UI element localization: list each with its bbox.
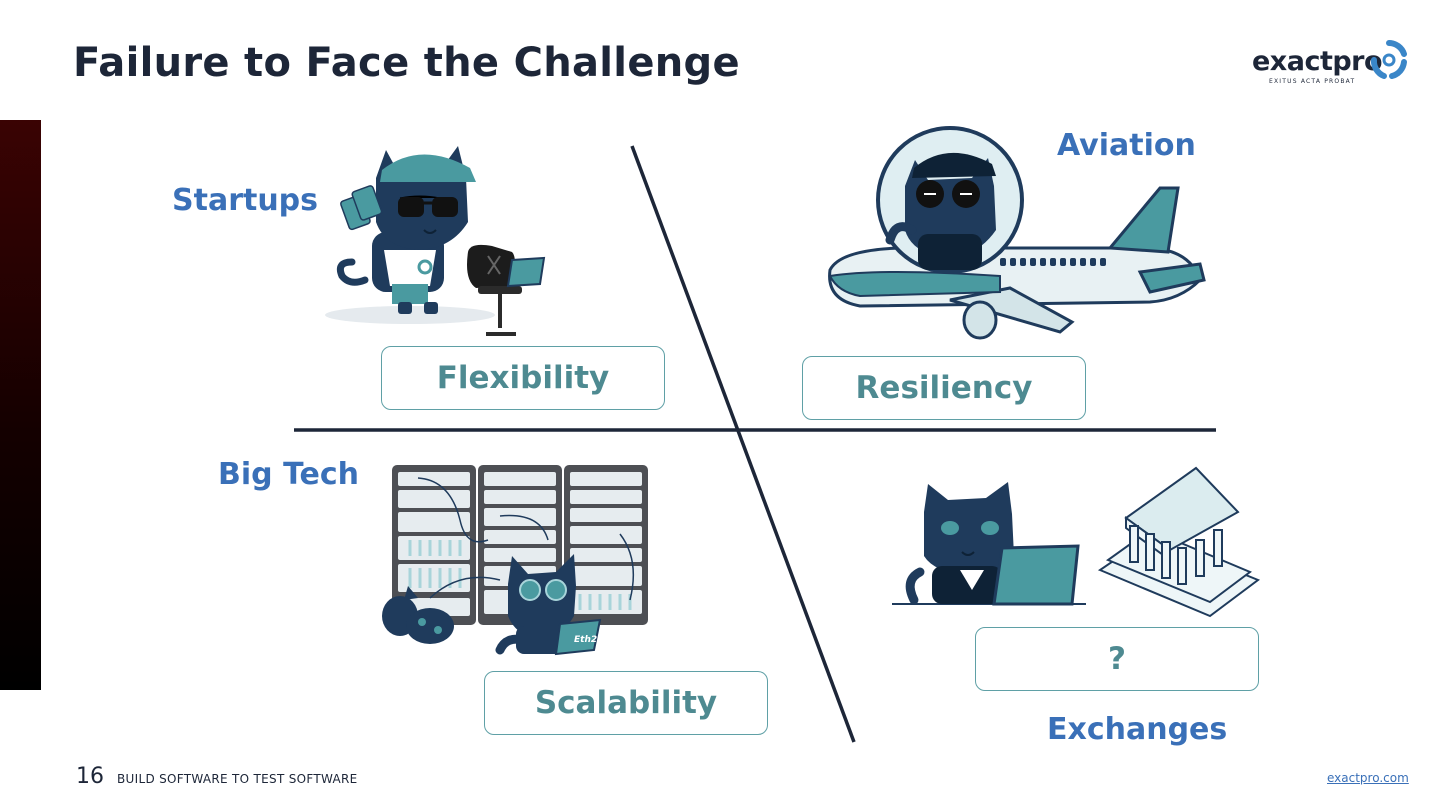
quality-box-flexibility: Flexibility xyxy=(381,346,665,410)
quality-box-scalability: Scalability xyxy=(484,671,768,735)
quadrant-label-exchanges: Exchanges xyxy=(1047,712,1227,747)
bigtech-servers-illustration: Eth2 xyxy=(382,465,648,654)
laptop-sticker: Eth2 xyxy=(574,635,597,645)
quality-box-unknown: ? xyxy=(975,627,1259,691)
quality-box-resiliency: Resiliency xyxy=(802,356,1086,420)
bank-building-icon xyxy=(1100,468,1258,616)
page-number: 16 xyxy=(76,764,104,789)
vertical-divider xyxy=(632,146,854,742)
quadrant-label-bigtech: Big Tech xyxy=(218,457,359,492)
startup-cat-illustration xyxy=(325,146,544,334)
quadrant-label-startups: Startups xyxy=(172,183,318,218)
exchange-cat-illustration xyxy=(892,482,1086,604)
footer-tagline: BUILD SOFTWARE TO TEST SOFTWARE xyxy=(117,772,358,786)
footer-website-link[interactable]: exactpro.com xyxy=(1327,771,1409,785)
quadrant-label-aviation: Aviation xyxy=(1057,128,1196,163)
